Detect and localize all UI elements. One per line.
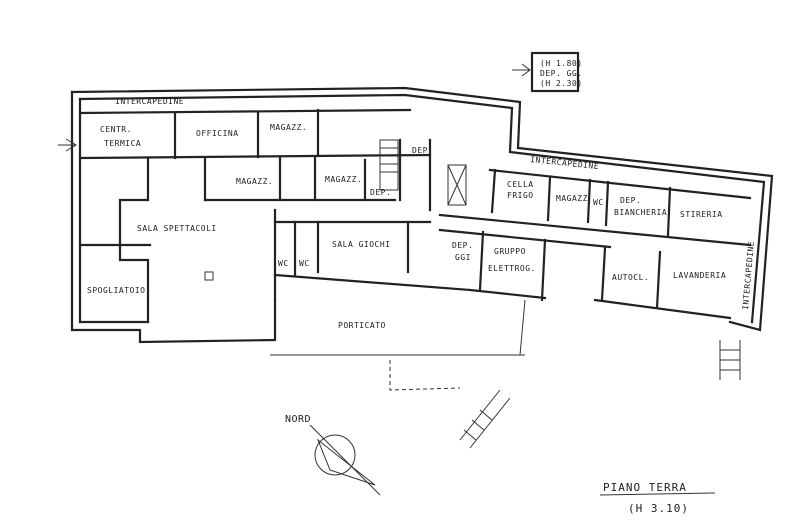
- room-label: INTERCAPEDINE: [115, 97, 184, 106]
- room-label: SALA GIOCHI: [332, 240, 390, 249]
- walls: [70, 86, 774, 449]
- plan-height: (H 3.10): [628, 502, 689, 515]
- annex-label: (H 2.30): [540, 79, 583, 88]
- room-label: GGI: [455, 253, 471, 262]
- room-label: FRIGO: [507, 191, 534, 200]
- room-label: DEP.: [620, 196, 641, 205]
- plan-title: PIANO TERRA: [603, 481, 687, 494]
- room-label: TERMICA: [104, 139, 141, 148]
- room-label: MAGAZZ: [556, 194, 588, 203]
- room-label: MAGAZZ.: [236, 177, 273, 186]
- room-label: DEP.: [370, 188, 391, 197]
- room-label: MAGAZZ.: [325, 175, 362, 184]
- room-label: WC: [299, 259, 310, 268]
- room-label: DEP.: [452, 241, 473, 250]
- room-label: AUTOCL.: [612, 273, 649, 282]
- room-label: WC: [278, 259, 289, 268]
- room-label: WC: [593, 198, 604, 207]
- room-label: MAGAZZ.: [270, 123, 307, 132]
- room-label: CELLA: [507, 180, 534, 189]
- north-arrow-icon: [309, 424, 381, 496]
- room-label: DEP.: [412, 146, 433, 155]
- entrance-arrow-icon: [512, 63, 531, 77]
- room-label: STIRERIA: [680, 210, 723, 219]
- room-label: SALA SPETTACOLI: [137, 224, 217, 233]
- room-label: GRUPPO: [494, 247, 526, 256]
- room-label: OFFICINA: [196, 129, 239, 138]
- room-label: SPOGLIATOIO: [87, 286, 145, 295]
- entrance-arrow-icon: [58, 138, 77, 152]
- room-label: PORTICATO: [338, 321, 386, 330]
- annex-label: DEP. GG.: [540, 69, 583, 78]
- annex-label: (H 1.80): [540, 59, 583, 68]
- room-label: CENTR.: [100, 125, 132, 134]
- room-label: ELETTROG.: [488, 264, 536, 273]
- room-label: LAVANDERIA: [673, 271, 726, 280]
- room-label: BIANCHERIA: [614, 208, 667, 217]
- north-label: NORD: [285, 414, 311, 425]
- annex-box: [530, 51, 580, 93]
